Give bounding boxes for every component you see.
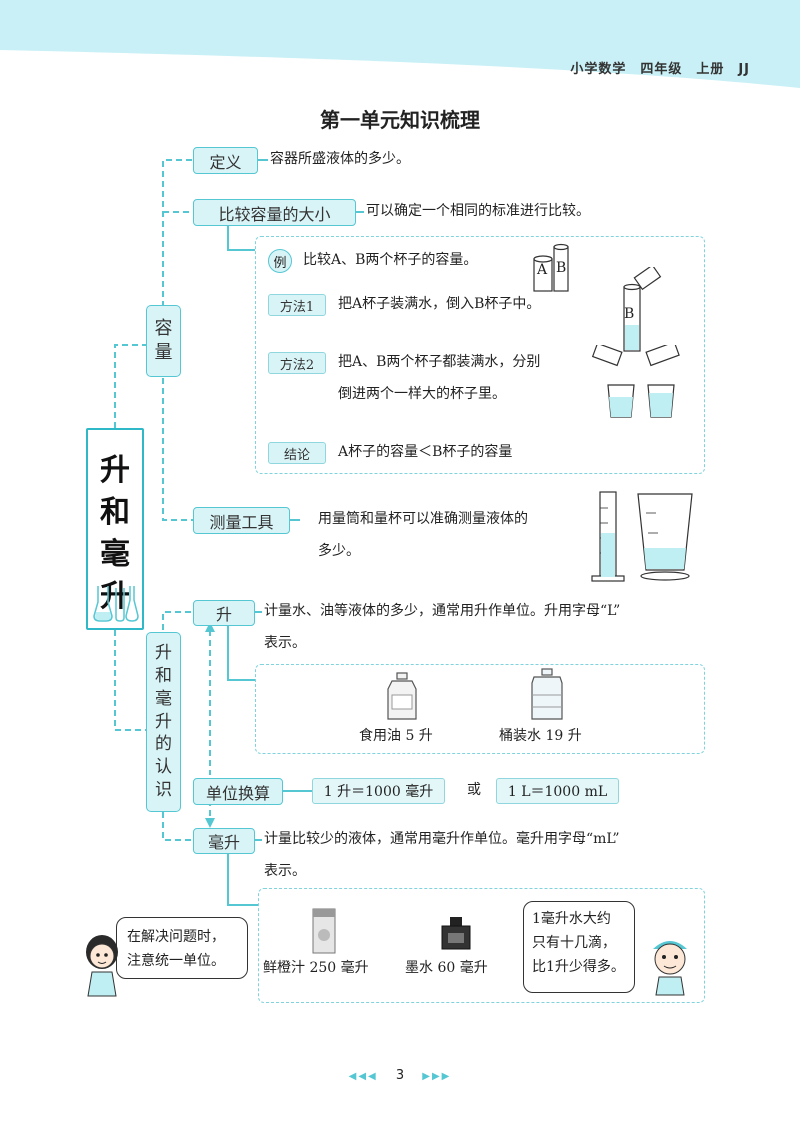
ink-bottle-icon <box>441 917 471 950</box>
cup-a-letter: A <box>537 262 548 278</box>
ink-caption: 墨水 60 毫升 <box>405 960 488 976</box>
recognition-label-char: 毫 <box>155 688 172 709</box>
capacity-label: 容 量 <box>146 305 181 377</box>
tools-label: 测量工具 <box>193 507 290 534</box>
tip-line1: 在解决问题时， <box>127 929 225 945</box>
root-char: 和 <box>100 495 130 530</box>
definition-label: 定义 <box>193 147 258 174</box>
juice-caption: 鲜橙汁 250 毫升 <box>263 960 369 976</box>
root-char: 升 <box>100 579 130 614</box>
page-title: 第一单元知识梳理 <box>320 108 480 132</box>
capacity-label-char: 容 <box>154 317 173 339</box>
tip-line2: 注意统一单位。 <box>127 952 225 969</box>
liter-line1: 计量水、油等液体的多少，通常用升作单位。升用字母“L” <box>264 603 621 619</box>
conversion-or: 或 <box>467 782 481 798</box>
header-label: 小学数学 四年级 上册 JJ <box>570 62 750 77</box>
example-text: 比较A、B两个杯子的容量。 <box>303 252 478 268</box>
girl-character-icon <box>86 935 118 997</box>
cup-b-letter-2: B <box>624 306 635 322</box>
definition-text: 容器所盛液体的多少。 <box>270 151 410 167</box>
root-char: 升 <box>100 453 130 488</box>
recognition-label-char: 识 <box>155 780 172 801</box>
example-tag: 例 <box>268 249 292 273</box>
compare-panel: 例 比较A、B两个杯子的容量。 方法1 把A杯子装满水，倒入B杯子中。 方法2 … <box>255 236 705 474</box>
milliliter-line2: 表示。 <box>264 863 306 879</box>
capacity-label-char: 量 <box>154 342 173 363</box>
note-line3: 比1升少得多。 <box>532 958 625 975</box>
liter-line2: 表示。 <box>264 635 306 651</box>
recognition-label-char: 认 <box>155 757 172 778</box>
conversion-eq-chinese: 1 升＝1000 毫升 <box>312 778 445 804</box>
conclusion-tag: 结论 <box>268 442 326 464</box>
liter-label: 升 <box>193 600 255 626</box>
cup-b-letter: B <box>556 260 567 276</box>
boy-character-icon <box>653 941 687 996</box>
cups-ab-illustration <box>533 243 569 292</box>
root-topic: 升 和 毫 升 <box>86 428 144 630</box>
milliliter-line1: 计量比较少的液体，通常用毫升作单位。毫升用字母“mL” <box>264 831 620 847</box>
tools-line2: 多少。 <box>318 543 360 559</box>
pouring-illustration <box>623 267 662 352</box>
page-footer: ◀◀◀ 3 ▶▶▶ <box>0 1068 800 1083</box>
recognition-label: 升 和 毫 升 的 认 识 <box>146 632 181 812</box>
page-number: 3 <box>395 1068 405 1083</box>
method2-line1: 把A、B两个杯子都装满水，分别 <box>338 354 541 370</box>
water-caption: 桶装水 19 升 <box>499 728 582 744</box>
water-bucket-icon <box>531 668 563 720</box>
conversion-label: 单位换算 <box>193 778 283 805</box>
recognition-label-char: 的 <box>155 734 172 755</box>
recognition-label-char: 升 <box>155 711 172 732</box>
compare-label: 比较容量的大小 <box>193 199 356 226</box>
method2-line2: 倒进两个一样大的杯子里。 <box>338 386 506 402</box>
note-bubble: 1毫升水大约 只有十几滴， 比1升少得多。 <box>523 901 635 993</box>
prev-arrows-icon: ◀◀◀ <box>348 1071 378 1082</box>
method2-tag: 方法2 <box>268 352 326 374</box>
tip-bubble: 在解决问题时， 注意统一单位。 <box>116 917 248 979</box>
next-arrows-icon: ▶▶▶ <box>422 1071 452 1082</box>
recognition-label-char: 升 <box>155 642 172 663</box>
tools-line1: 用量筒和量杯可以准确测量液体的 <box>318 511 528 527</box>
measuring-cylinder-illustration <box>591 491 693 582</box>
oil-bottle-icon <box>387 672 417 720</box>
note-line2: 只有十几滴， <box>532 934 616 951</box>
oil-caption: 食用油 5 升 <box>359 728 433 744</box>
note-line1: 1毫升水大约 <box>532 911 611 927</box>
header-banner <box>0 0 800 88</box>
method1-text: 把A杯子装满水，倒入B杯子中。 <box>338 296 541 312</box>
milliliter-label: 毫升 <box>193 828 255 854</box>
root-char: 毫 <box>100 537 130 572</box>
compare-text: 可以确定一个相同的标准进行比较。 <box>366 203 590 219</box>
conversion-eq-letters: 1 L＝1000 mL <box>496 778 619 804</box>
milliliter-examples-panel: 鲜橙汁 250 毫升 墨水 60 毫升 1毫升水大约 只有十几滴， 比1升少得多… <box>258 888 705 1003</box>
two-cups-illustration <box>591 345 680 418</box>
method1-tag: 方法1 <box>268 294 326 316</box>
lab-flask-icon <box>93 586 139 622</box>
juice-box-icon <box>312 908 336 954</box>
recognition-label-char: 和 <box>155 665 172 686</box>
liter-examples-panel: 食用油 5 升 桶装水 19 升 <box>255 664 705 754</box>
conclusion-text: A杯子的容量＜B杯子的容量 <box>338 444 513 460</box>
